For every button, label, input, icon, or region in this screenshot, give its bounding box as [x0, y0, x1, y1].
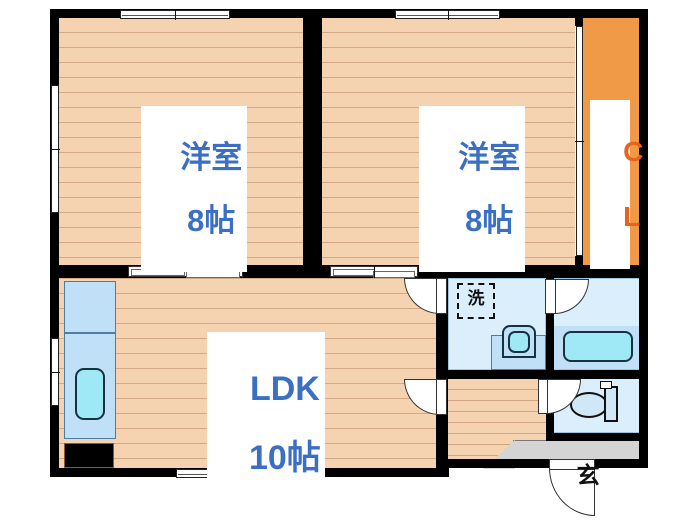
kitchen-sink	[75, 368, 105, 420]
wall-toilet-south	[546, 433, 648, 441]
stove	[64, 443, 114, 468]
window-ldk-west[interactable]	[50, 338, 60, 406]
wall-hallway-south	[436, 459, 492, 468]
door-washroom[interactable]	[404, 278, 447, 314]
bedroom-left-size: 8帖	[187, 202, 236, 238]
closet-label-c: C	[623, 136, 644, 168]
bathtub	[563, 331, 633, 362]
wall-closet-left-lower	[575, 256, 583, 265]
door-bath[interactable]	[545, 279, 589, 314]
bedroom-left-label: 洋室 8帖	[141, 106, 247, 273]
bedroom-right-size: 8帖	[465, 202, 514, 238]
wall-washroom-south	[436, 370, 641, 379]
wall-closet-left	[575, 17, 583, 26]
wall-closet-right	[641, 17, 648, 265]
door-hallway-ldk[interactable]	[404, 379, 447, 415]
ldk-name: LDK	[249, 369, 320, 408]
window-bedroom-left-west[interactable]	[50, 85, 60, 213]
wall-ldk-east	[436, 265, 448, 468]
toilet-lid	[600, 381, 612, 389]
wall-exterior-bottom-right	[440, 459, 648, 468]
wall-exterior-left	[50, 9, 59, 477]
entrance-label: 玄	[551, 441, 600, 511]
vanity-bowl	[508, 331, 530, 353]
kitchen-counter-upper	[64, 281, 116, 333]
sliding-door-closet[interactable]	[575, 26, 584, 256]
ldk-size: 10帖	[248, 439, 321, 478]
window-bedroom-left-top[interactable]	[120, 9, 230, 20]
entrance-label-text: 玄	[576, 462, 600, 489]
door-entrance[interactable]	[549, 459, 595, 516]
toilet-tank	[604, 386, 618, 422]
closet-label: C L	[590, 100, 643, 269]
wall-between-bedrooms	[303, 17, 322, 265]
bedroom-right-floor	[322, 17, 575, 265]
kitchen-counter-lower	[64, 333, 116, 439]
bedroom-right-name: 洋室	[458, 139, 521, 175]
window-bedroom-right-top[interactable]	[395, 9, 500, 20]
door-toilet[interactable]	[538, 379, 581, 414]
washing-machine-label: 洗	[467, 289, 485, 308]
closet-label-l: L	[623, 200, 641, 232]
wall-exterior-bottom-step	[440, 459, 449, 477]
sliding-door-bedroom-right-ldk[interactable]	[330, 265, 418, 278]
bedroom-left-name: 洋室	[180, 139, 243, 175]
wall-washroom-east	[546, 265, 554, 370]
washing-machine-space	[457, 283, 495, 319]
bedroom-right-label: 洋室 8帖	[419, 106, 525, 273]
ldk-label: LDK 10帖	[207, 332, 325, 516]
wall-exterior-top	[50, 9, 648, 18]
